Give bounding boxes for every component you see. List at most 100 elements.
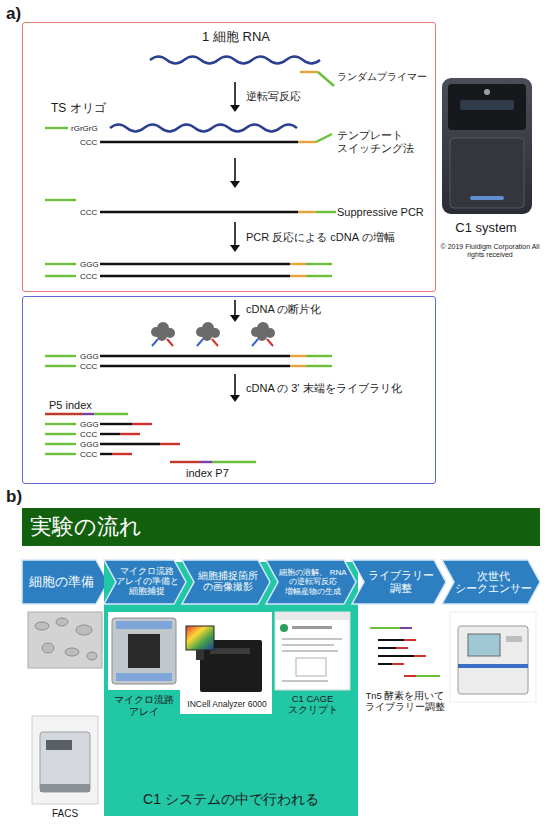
- panel-text: CCC: [80, 272, 97, 282]
- library-fragment: [45, 414, 256, 462]
- chevron-shape: [182, 560, 270, 604]
- cell-micrograph: [42, 643, 54, 653]
- cell-micrograph: [76, 625, 92, 635]
- sequencer-photo: [458, 626, 528, 694]
- sequencer-photo: [450, 612, 536, 702]
- library-illustration: [362, 615, 448, 687]
- primer: [300, 72, 334, 86]
- library-fragment: [170, 461, 200, 463]
- panel-text: GGG: [80, 420, 99, 430]
- flow-arrow: [230, 181, 240, 188]
- flow-arrow: [230, 105, 240, 112]
- library-fragment: [45, 433, 76, 435]
- rna-strand: [150, 57, 320, 64]
- panel-text: rGrGrG: [71, 124, 98, 134]
- library-illustration: [404, 675, 416, 677]
- panel-text: CCC: [80, 138, 97, 148]
- library-fragment: [45, 443, 76, 445]
- library-illustration: [414, 655, 426, 657]
- step-label: 次世代 シークエンサー: [454, 570, 532, 594]
- flow-arrow: [234, 374, 236, 396]
- facs-photo: [32, 716, 98, 804]
- tn5-enzyme: [157, 322, 169, 334]
- flow-arrow: [234, 82, 236, 106]
- flow-arrow: [234, 158, 236, 182]
- library-illustration: [404, 639, 416, 641]
- facs-photo: [46, 740, 72, 750]
- tn5-enzyme: [265, 328, 275, 338]
- panel-text: cDNA の断片化: [246, 303, 321, 316]
- process-panel: 1 細胞 RNAランダムプライマーTS オリゴ逆転写反応rGrGrGCCCテンプ…: [22, 22, 436, 292]
- cdna-strand: [290, 275, 306, 277]
- cdna-strand: [316, 211, 336, 213]
- chevron-shape: [352, 560, 446, 604]
- panel-text: テンプレート スイッチング法: [337, 129, 429, 155]
- panel-text: P5 index: [49, 399, 92, 412]
- image-caption: Tn5 酵素を用いて ライブラリー調整: [358, 690, 452, 713]
- panel-text: Suppressive PCR: [337, 206, 424, 219]
- cdna-strand: [45, 127, 68, 129]
- banner-title: 実験の流れ: [30, 514, 142, 539]
- library-illustration: [392, 663, 404, 665]
- library-fragment: [100, 453, 112, 455]
- cdna-strand: [45, 128, 336, 276]
- cdna-strand: [100, 211, 298, 213]
- step-label: ライブラリー 調整: [364, 569, 438, 594]
- step-chevron: 細胞捕捉箇所 の画像撮影: [182, 560, 270, 604]
- facs-photo: [32, 716, 98, 804]
- tn5-enzyme: [165, 328, 175, 338]
- panel-text: ランダムプライマー: [337, 71, 427, 83]
- step-chevron: ライブラリー 調整: [352, 560, 446, 604]
- tn5-adapter: [197, 339, 203, 346]
- cdna-strand: [100, 275, 290, 277]
- chevron-shape: [266, 560, 356, 604]
- library-panel: cDNA の断片化GGGCCCcDNA の 3' 末端をライブラリ化P5 ind…: [22, 296, 436, 484]
- tn5-enzyme: [251, 327, 261, 337]
- step-label: 細胞捕捉箇所 の画像撮影: [194, 571, 262, 593]
- cdna-strand: [100, 355, 290, 357]
- library-illustration: [416, 675, 440, 677]
- tn5-adapter: [152, 339, 158, 346]
- cell-micrograph: [87, 652, 97, 660]
- tn5-enzyme: [257, 331, 267, 341]
- tn5-enzyme: [151, 322, 275, 341]
- library-fragment: [160, 443, 180, 445]
- panel-text: CCC: [80, 362, 97, 372]
- library-illustration: [378, 663, 392, 665]
- library-illustration: [378, 655, 414, 657]
- instrument-photo: [442, 78, 532, 214]
- step-chevron: 細胞の溶解、 RNA の逆転写反応 増幅産物の生成: [266, 560, 356, 604]
- cell-micrograph: [28, 612, 102, 668]
- panel-text: TS オリゴ: [51, 101, 106, 115]
- instrument-photo: [484, 89, 490, 95]
- cdna-strand: [290, 263, 306, 265]
- cdna-strand: [45, 199, 76, 201]
- tn5-enzyme: [196, 327, 206, 337]
- library-illustration: [396, 647, 408, 649]
- system-region: C1 システムの中で行われるマイクロ流路 アレイの準備と 細胞捕捉細胞捕捉箇所 …: [104, 562, 358, 816]
- panel-text: index P7: [186, 467, 229, 480]
- sequencer-photo: [458, 664, 528, 668]
- library-illustration: [400, 627, 412, 629]
- library-fragment: [212, 461, 256, 463]
- cdna-strand: [306, 275, 332, 277]
- tn5-enzyme: [202, 331, 212, 341]
- panel-text: 1 細胞 RNA: [196, 29, 276, 45]
- panel-text: GGG: [80, 352, 99, 362]
- library-fragment: [132, 423, 152, 425]
- tn5-adapter: [267, 339, 273, 346]
- panel-text: GGG: [80, 440, 99, 450]
- step-label: マイクロ流路 アレイの準備と 細胞捕捉: [116, 567, 179, 596]
- library-fragment: [100, 433, 120, 435]
- cdna-strand: [45, 275, 76, 277]
- cdna-strand: [298, 211, 316, 213]
- tn5-enzyme: [257, 322, 269, 334]
- flow-arrow: [234, 300, 236, 316]
- library-illustration: [362, 615, 448, 687]
- section-letter: a): [6, 4, 36, 24]
- cdna-strand: [45, 355, 76, 357]
- chevron-shape: [104, 560, 186, 604]
- library-fragment: [100, 423, 132, 425]
- tn5-enzyme: [157, 331, 167, 341]
